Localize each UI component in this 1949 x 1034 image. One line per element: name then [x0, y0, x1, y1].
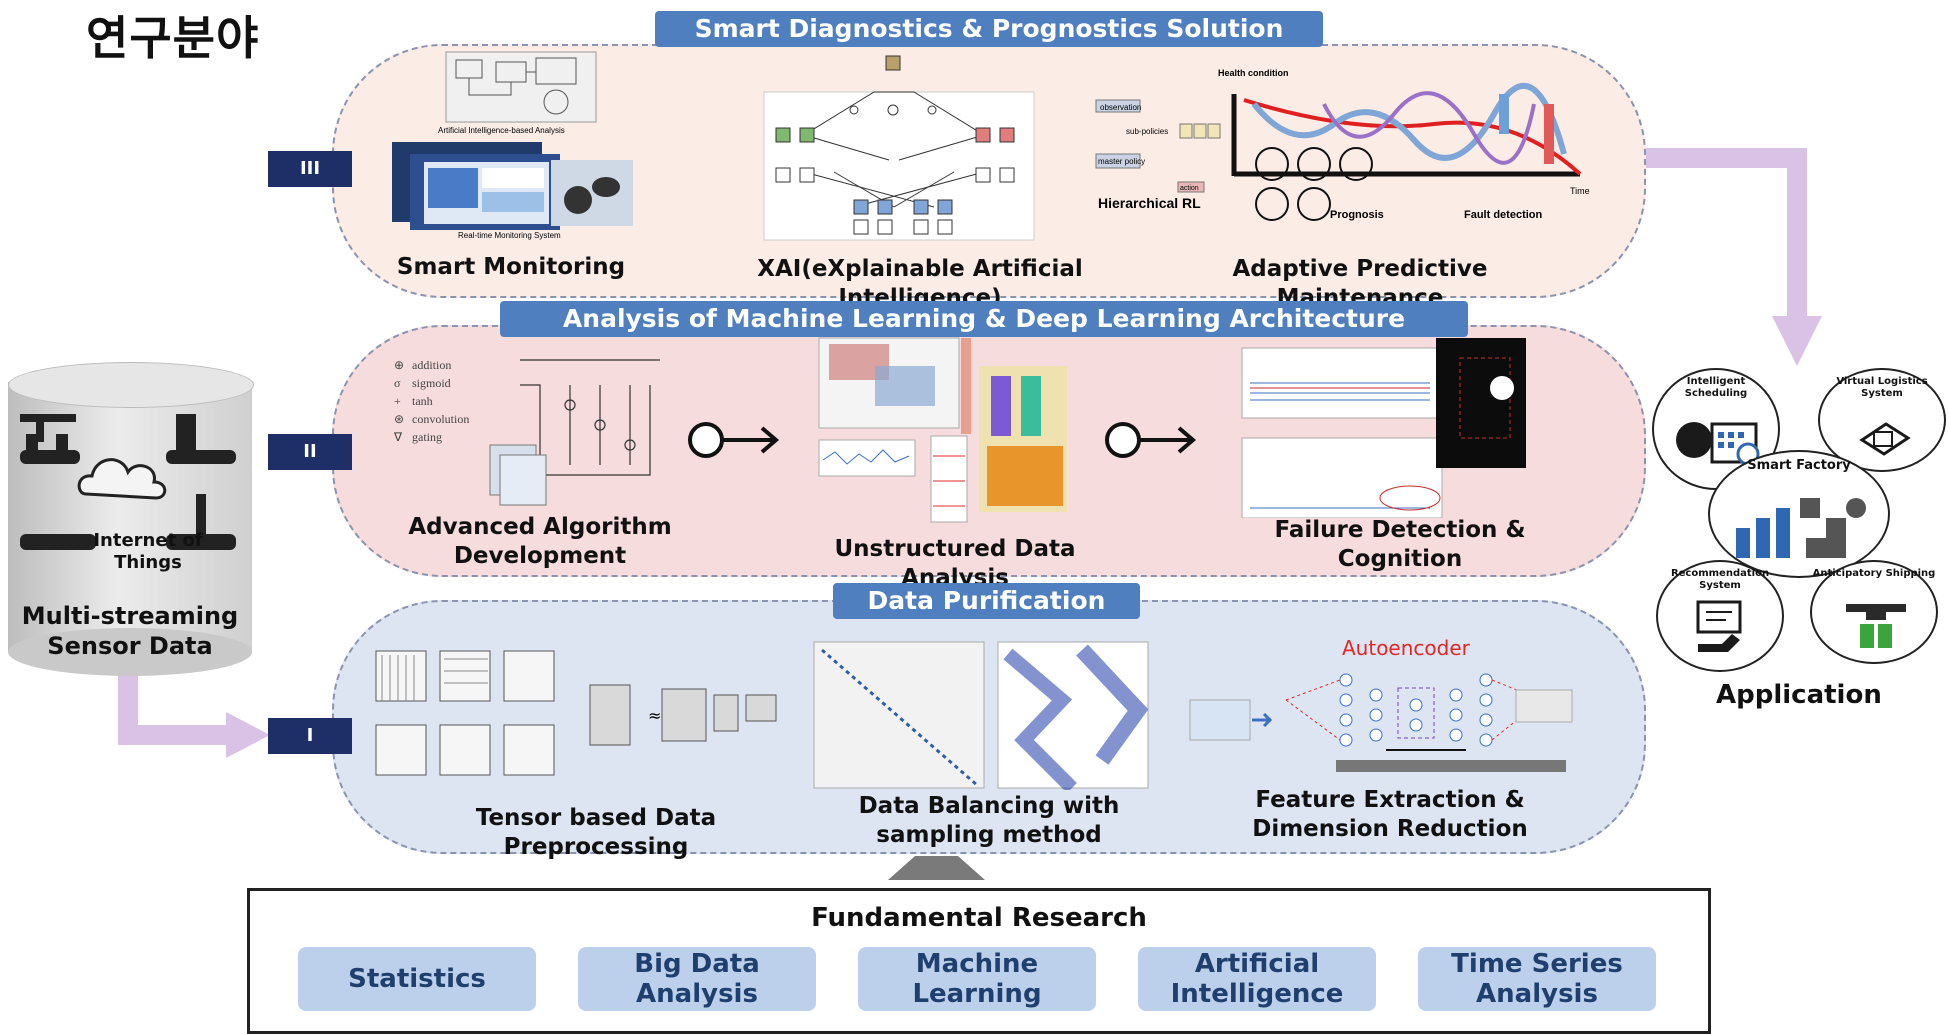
- smart-monitoring-caption-top: Artificial Intelligence-based Analysis: [438, 126, 565, 135]
- app-node-recommendation: Recommendation System: [1656, 560, 1784, 672]
- page-title: 연구분야: [86, 11, 260, 65]
- fundamental-research-title: Fundamental Research: [811, 903, 1147, 933]
- app-node-label: Smart Factory: [1747, 458, 1851, 473]
- app-node-label: Anticipatory Shipping: [1812, 568, 1936, 579]
- legend-addition: addition: [412, 358, 451, 372]
- data-balancing-illustration: [813, 641, 1149, 790]
- failure-detection-illustration: [1241, 338, 1526, 518]
- arrow-sensor-to-tier1: [118, 675, 230, 745]
- svg-text:σ: σ: [394, 376, 401, 390]
- smart-monitoring-caption-bottom: Real-time Monitoring System: [458, 231, 561, 240]
- app-node-label: Intelligent Scheduling: [1684, 376, 1748, 399]
- arrow-fundamental-up: [888, 856, 985, 880]
- app-node-label: Recommendation System: [1670, 568, 1770, 591]
- sensor-cylinder-body: [8, 382, 252, 652]
- unstructured-data-illustration: [818, 337, 1067, 523]
- tensor-preprocessing-illustration: ≈: [375, 650, 777, 776]
- tier-3-banner: Smart Diagnostics & Prognostics Solution: [655, 11, 1323, 47]
- application-label: Application: [1716, 680, 1882, 710]
- pill-big-data-analysis: Big Data Analysis: [578, 947, 816, 1011]
- app-node-virtual-logistics: Virtual Logistics System: [1818, 368, 1946, 472]
- autoencoder-network-illustration: [1189, 673, 1573, 772]
- sensor-cylinder-top: [8, 362, 254, 408]
- arrow-sensor-to-tier1-head: [226, 712, 270, 758]
- algorithm-label: Advanced Algorithm Development: [408, 514, 672, 569]
- svg-text:⊛: ⊛: [394, 412, 404, 426]
- logistics-icon: [1859, 422, 1911, 456]
- tier-1-level-badge: I: [268, 718, 352, 754]
- smart-factory-icon: [1736, 498, 1866, 558]
- prognosis-text: Prognosis: [1330, 209, 1384, 221]
- tier-1-banner: Data Purification: [833, 583, 1140, 619]
- drone-icon: [1846, 604, 1906, 648]
- lstm-cell-diagram: ⊕ addition σ sigmoid + tanh ⊛ convolution ∇ g…: [393, 358, 660, 506]
- tier-2-level-badge: II: [268, 434, 352, 470]
- tier-3-level-badge: III: [268, 151, 352, 187]
- unstructured-data-label: Unstructured Data Analysis: [834, 536, 1076, 591]
- autoencoder-title: Autoencoder: [1342, 636, 1470, 660]
- tier2-connector-2: [1105, 422, 1197, 458]
- fault-detection-text: Fault detection: [1464, 209, 1543, 221]
- smart-monitoring-illustration: Artificial Intelligence-based Analysis R…: [392, 51, 633, 240]
- arrow-tier3-to-app-head: [1772, 316, 1822, 366]
- svg-text:≈: ≈: [648, 706, 661, 725]
- app-node-smart-factory: Smart Factory: [1708, 450, 1890, 578]
- xai-label: XAI(eXplainable Artificial Intelligence): [757, 256, 1083, 311]
- app-node-anticipatory-shipping: Anticipatory Shipping: [1810, 560, 1938, 664]
- legend-gating: gating: [412, 430, 442, 444]
- health-condition-text: Health condition: [1218, 68, 1289, 78]
- fundamental-research-box: Fundamental Research Statistics Big Data…: [247, 888, 1711, 1034]
- svg-text:+: +: [394, 394, 401, 408]
- xai-network-diagram: [763, 55, 1035, 241]
- recommendation-icon: [1696, 600, 1742, 652]
- tensor-preprocessing-label: Tensor based Data Preprocessing: [475, 805, 717, 860]
- feature-extraction-label: Feature Extraction & Dimension Reduction: [1252, 787, 1528, 842]
- hrl-action-text: action: [1180, 185, 1199, 192]
- tier-2-banner: Analysis of Machine Learning & Deep Lear…: [500, 301, 1468, 337]
- predictive-maintenance-illustration: observation sub-policies master policy a…: [1095, 68, 1590, 221]
- app-node-label: Virtual Logistics System: [1836, 376, 1928, 399]
- smart-monitoring-label: Smart Monitoring: [396, 254, 626, 280]
- sensor-data-label: Multi-streaming Sensor Data: [21, 602, 239, 660]
- hrl-observation-text: observation: [1100, 103, 1141, 112]
- hierarchical-rl-text: Hierarchical RL: [1098, 195, 1201, 211]
- pill-artificial-intelligence: Artificial Intelligence: [1138, 947, 1376, 1011]
- hrl-master-text: master policy: [1098, 157, 1145, 166]
- sensor-cylinder-base: [8, 628, 252, 676]
- pill-statistics: Statistics: [298, 947, 536, 1011]
- legend-sigmoid: sigmoid: [412, 376, 451, 390]
- legend-convolution: convolution: [412, 412, 469, 426]
- arrow-tier3-to-app: [1642, 148, 1807, 320]
- pill-machine-learning: Machine Learning: [858, 947, 1096, 1011]
- iot-illustration: [20, 414, 236, 550]
- time-axis-text: Time: [1570, 186, 1590, 196]
- failure-detection-label: Failure Detection & Cognition: [1274, 517, 1526, 572]
- legend-tanh: tanh: [412, 394, 433, 408]
- data-balancing-label: Data Balancing with sampling method: [858, 793, 1120, 848]
- hrl-subpolicies-text: sub-policies: [1126, 127, 1168, 136]
- tier2-connector-1: [688, 422, 780, 458]
- pill-time-series-analysis: Time Series Analysis: [1418, 947, 1656, 1011]
- svg-text:∇: ∇: [393, 430, 403, 444]
- svg-text:⊕: ⊕: [394, 358, 404, 372]
- iot-label: Internet of Things: [93, 530, 203, 573]
